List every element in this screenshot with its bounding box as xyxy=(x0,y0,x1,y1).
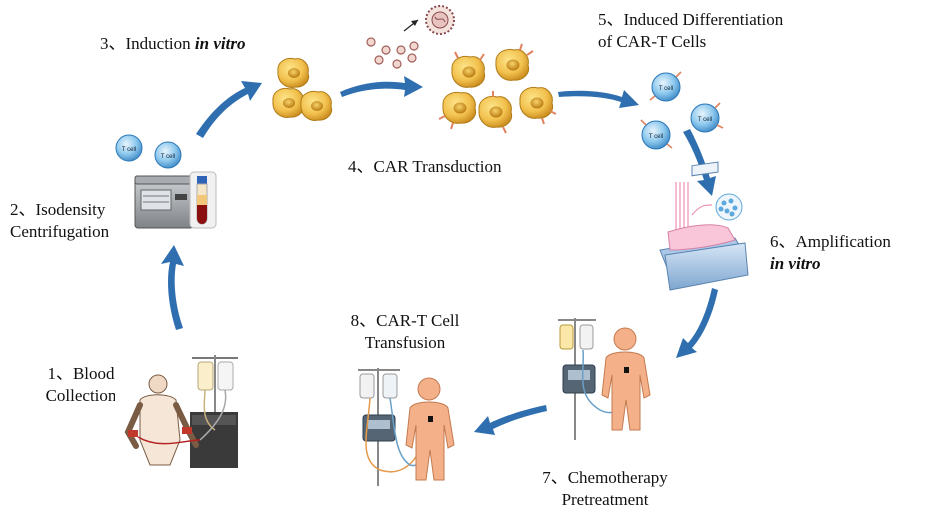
step4-text: 4、CAR Transduction xyxy=(348,157,502,176)
step6-line1: 6、Amplification xyxy=(770,232,891,251)
step3-label: 3、Induction in vitro xyxy=(100,33,245,55)
svg-text:T cell: T cell xyxy=(649,134,663,140)
bioreactor-illustration xyxy=(659,161,749,291)
virus-particles xyxy=(366,37,419,69)
car-cell xyxy=(438,92,477,130)
arrow-3-to-4 xyxy=(340,76,423,97)
step1-label: 1、Blood Collection xyxy=(22,363,140,407)
step8-line1: 8、CAR-T Cell xyxy=(350,311,460,330)
virus-particle xyxy=(366,37,376,47)
arrow-7-to-8 xyxy=(474,405,547,435)
yellow-cell xyxy=(272,88,305,118)
step2-line2: Centrifugation xyxy=(10,222,110,241)
step6-label: 6、Amplification in vitro xyxy=(770,231,891,275)
step1-line2: Collection xyxy=(45,386,117,405)
step8-label: 8、CAR-T Cell Transfusion xyxy=(305,310,505,354)
step5-label: 5、Induced Differentiation of CAR-T Cells xyxy=(598,9,783,53)
car-cell xyxy=(451,51,486,88)
step5-line2: of CAR-T Cells xyxy=(598,32,707,51)
arrow-4-to-5 xyxy=(558,90,639,108)
virus-particle xyxy=(381,45,391,55)
svg-text:T cell: T cell xyxy=(659,86,673,92)
transduced-cells xyxy=(438,43,557,134)
tcell: T cell xyxy=(115,134,143,162)
yellow-cell xyxy=(277,58,310,88)
tcell: T cell xyxy=(154,141,182,169)
car-tcell: T cell xyxy=(649,71,682,102)
step1-line1: 1、Blood xyxy=(47,364,115,383)
centrifuge-illustration xyxy=(134,171,217,229)
virus-particle xyxy=(396,45,406,55)
virus-particle xyxy=(374,55,384,65)
step3-text: 3、Induction xyxy=(100,34,195,53)
step5-line1: 5、Induced Differentiation xyxy=(598,10,784,29)
lentivirus-icon xyxy=(403,5,455,35)
yellow-cell xyxy=(300,91,333,121)
arrow-2-to-3 xyxy=(196,81,262,138)
step2-label: 2、Isodensity Centrifugation xyxy=(10,199,109,243)
step7-line1: 7、Chemotherapy xyxy=(542,468,668,487)
step7-label: 7、Chemotherapy Pretreatment xyxy=(505,467,705,511)
process-arrows xyxy=(161,76,718,435)
chemotherapy-illustration xyxy=(558,318,651,440)
step4-label: 4、CAR Transduction xyxy=(348,156,502,178)
step8-line2: Transfusion xyxy=(364,333,446,352)
car-cell xyxy=(495,43,534,81)
induced-cells xyxy=(272,58,333,121)
svg-text:T cell: T cell xyxy=(161,154,175,160)
step3-italic: in vitro xyxy=(194,34,246,53)
car-tcell: T cell xyxy=(690,102,724,133)
arrow-6-to-7 xyxy=(676,288,718,358)
virus-particle xyxy=(407,53,417,63)
car-tcell: T cell xyxy=(640,119,673,150)
transfusion-illustration xyxy=(358,368,455,486)
svg-text:T cell: T cell xyxy=(122,147,136,153)
car-cell xyxy=(519,87,557,125)
step7-line2: Pretreatment xyxy=(561,490,649,509)
arrow-1-to-2 xyxy=(161,245,184,330)
tcells-step2: T cell T cell xyxy=(115,134,182,169)
virus-particle xyxy=(392,59,402,69)
car-t-cells: T cell T cell T cell xyxy=(640,71,724,150)
blood-collection-illustration xyxy=(115,348,240,470)
arrow-5-to-6 xyxy=(683,129,716,196)
step6-italic: in vitro xyxy=(770,254,821,273)
svg-text:T cell: T cell xyxy=(698,117,712,123)
virus-particle xyxy=(409,41,419,51)
step2-line1: 2、Isodensity xyxy=(10,200,106,219)
car-cell xyxy=(478,91,513,134)
